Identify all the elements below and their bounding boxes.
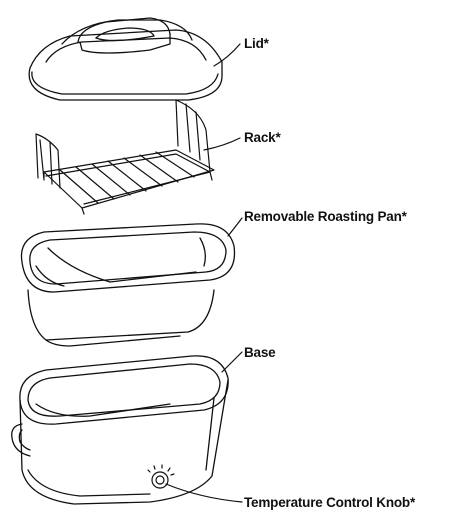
lid-illustration xyxy=(28,17,223,101)
roasting-pan-label: Removable Roasting Pan* xyxy=(244,209,407,224)
base-illustration xyxy=(11,355,229,505)
roasting-pan-illustration xyxy=(20,223,236,347)
temperature-knob-illustration xyxy=(147,464,175,489)
lid-leader-line xyxy=(213,43,241,67)
base-leader-line xyxy=(221,351,243,373)
rack-illustration xyxy=(35,99,215,215)
pan-leader-line xyxy=(227,217,243,237)
lid-label: Lid* xyxy=(244,36,269,51)
knob-leader-line xyxy=(165,483,243,503)
rack-label: Rack* xyxy=(244,130,281,145)
base-label: Base xyxy=(244,345,276,360)
rack-leader-line xyxy=(203,137,241,151)
temperature-knob-label: Temperature Control Knob* xyxy=(244,495,416,510)
